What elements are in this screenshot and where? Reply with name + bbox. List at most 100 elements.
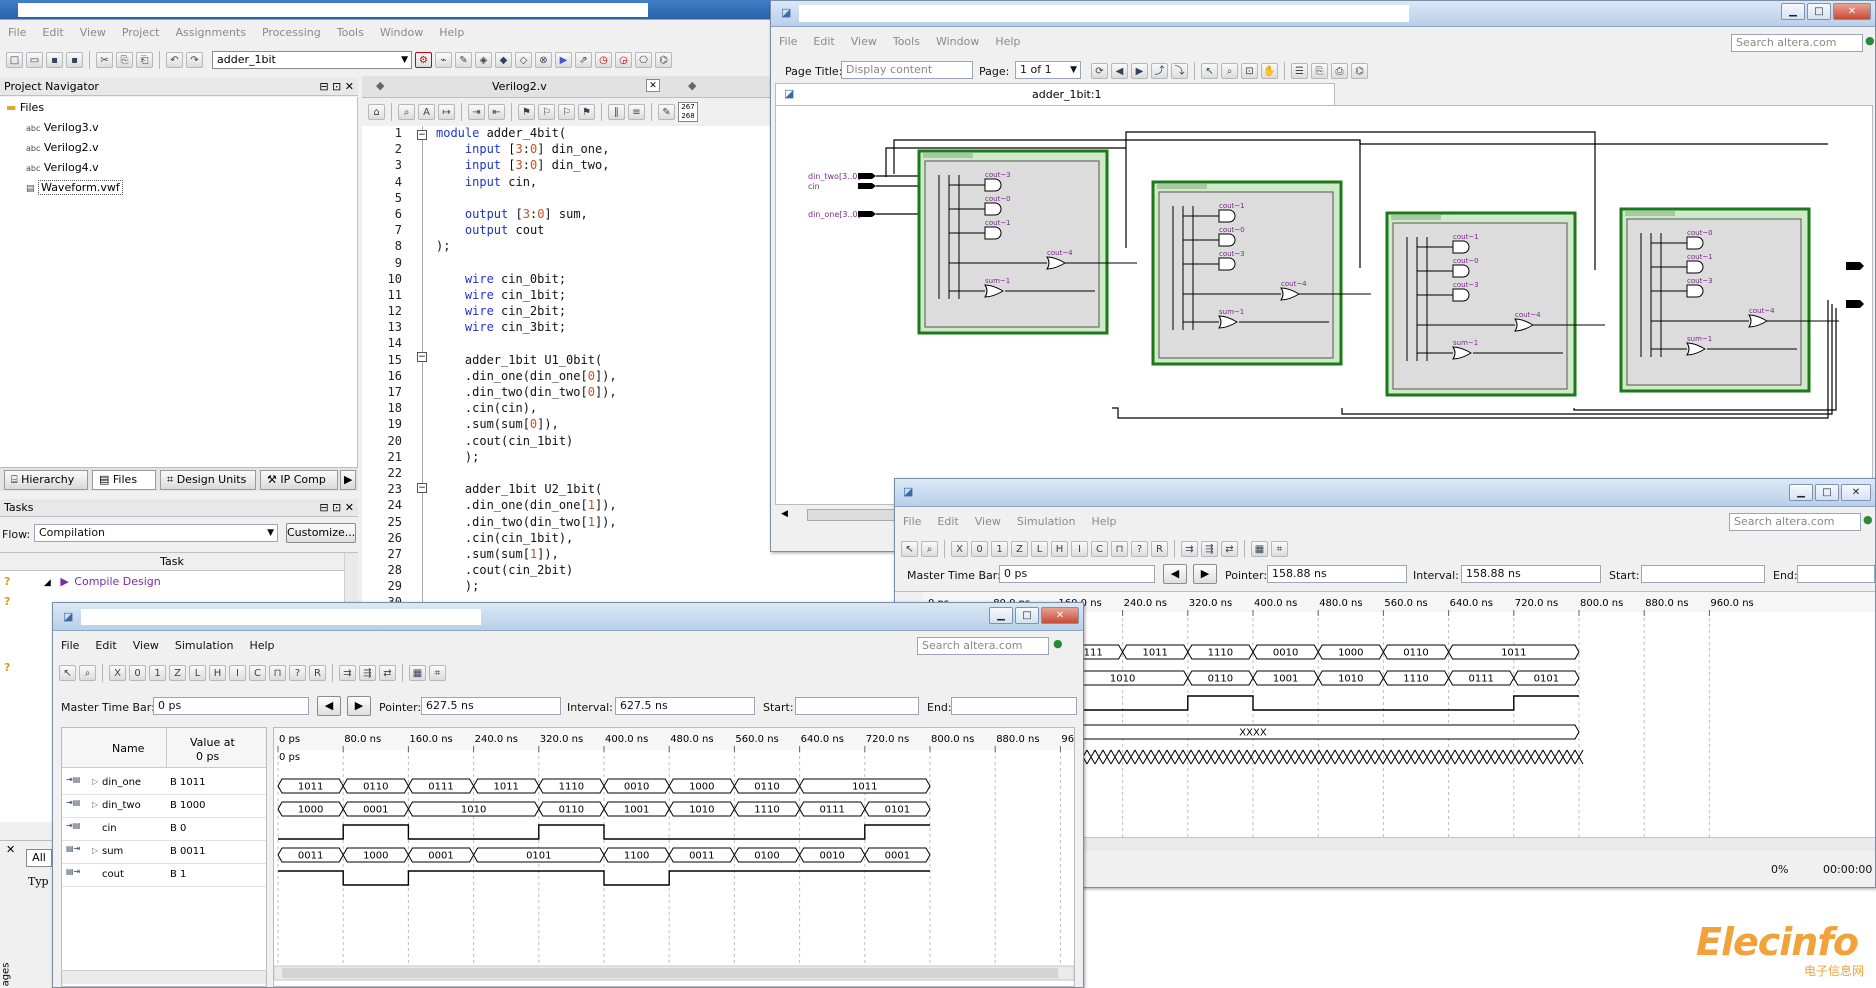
chip-icon[interactable]: ◈	[475, 52, 492, 68]
column-value-header[interactable]: Value at	[190, 736, 235, 749]
main-menu-window[interactable]: Window	[379, 25, 424, 39]
up-icon[interactable]: ⤴	[1151, 63, 1168, 79]
maximize-button[interactable]: □	[1015, 607, 1039, 624]
prev-transition-button[interactable]: ◀	[317, 696, 341, 716]
main-menu-tools[interactable]: Tools	[336, 25, 364, 39]
save-all-icon[interactable]: ▪	[66, 52, 83, 68]
bookmark-next-icon[interactable]: ⚐	[538, 104, 555, 120]
zoom-tool-icon[interactable]: ⌕	[79, 665, 96, 681]
main-menu-edit[interactable]: Edit	[42, 25, 64, 39]
minimize-button[interactable]: ▁	[989, 607, 1013, 624]
rtl-tab[interactable]: ◪ adder_1bit:1	[775, 83, 1335, 105]
signal-list-hscroll[interactable]	[62, 970, 266, 984]
dont-care-icon[interactable]: ?	[289, 665, 306, 681]
expand-icon[interactable]: ▷	[92, 777, 99, 786]
editor-tab-label[interactable]: Verilog2.v	[492, 80, 547, 93]
random-icon[interactable]: R	[309, 665, 326, 681]
start-input[interactable]	[795, 697, 919, 715]
wave_back-menu-view[interactable]: View	[974, 514, 1001, 528]
network-icon[interactable]: ⌬	[655, 52, 672, 68]
wand-icon[interactable]: ✎	[455, 52, 472, 68]
waveform-hscroll-thumb[interactable]	[282, 968, 1058, 978]
rtl-menu-help[interactable]: Help	[995, 34, 1021, 48]
globe-icon[interactable]: ●	[1865, 34, 1875, 47]
page-title-input[interactable]: Display content	[841, 61, 973, 79]
grid-icon[interactable]: ▦	[1251, 541, 1268, 557]
master-time-bar-input[interactable]: 0 ps	[999, 565, 1155, 583]
bookmark-clear-icon[interactable]: ⚑	[578, 104, 595, 120]
tab-scroll-right[interactable]: ▶	[340, 470, 356, 490]
bookmark-prev-icon[interactable]: ⚐	[558, 104, 575, 120]
generate-netlist-icon[interactable]: ⇄	[1221, 541, 1238, 557]
pointer-input[interactable]: 627.5 ns	[421, 697, 561, 715]
new-icon[interactable]: □	[6, 52, 23, 68]
globe-icon[interactable]: ●	[1053, 637, 1063, 650]
wave_back-menu-help[interactable]: Help	[1091, 514, 1117, 528]
clock-icon[interactable]: ⊓	[1111, 541, 1128, 557]
tab-design-units[interactable]: ⌗ Design Units	[160, 470, 256, 490]
clock-icon[interactable]: ⊓	[269, 665, 286, 681]
tab-files[interactable]: ▤ Files	[92, 470, 156, 490]
panel-controls-icon[interactable]: ⊟ ⊡ ✕	[319, 80, 354, 93]
rtl-menu-window[interactable]: Window	[935, 34, 980, 48]
undo-icon[interactable]: ↶	[166, 52, 183, 68]
wave_back-menu-file[interactable]: File	[903, 514, 922, 528]
refresh-icon[interactable]: ⟳	[1091, 63, 1108, 79]
main-menu-view[interactable]: View	[79, 25, 106, 39]
wave_back-menu-edit[interactable]: Edit	[937, 514, 959, 528]
run-functional-icon[interactable]: ⇉	[1181, 541, 1198, 557]
snap-icon[interactable]: ⌗	[429, 665, 446, 681]
rtl-menu-tools[interactable]: Tools	[892, 34, 920, 48]
close-tab-icon[interactable]: ✕	[646, 79, 660, 92]
stop-icon[interactable]: ⊗	[535, 52, 552, 68]
back-icon[interactable]: ◀	[1111, 63, 1128, 79]
copy-icon[interactable]: ⎘	[116, 52, 133, 68]
find-icon[interactable]: ⌕	[398, 104, 415, 120]
weak-high-icon[interactable]: H	[1051, 541, 1068, 557]
main-menu-project[interactable]: Project	[121, 25, 160, 39]
cut-icon[interactable]: ✂	[96, 52, 113, 68]
fit-icon[interactable]: ⊡	[1241, 63, 1258, 79]
goto-icon[interactable]: ↦	[438, 104, 455, 120]
snap-icon[interactable]: ⌗	[1271, 541, 1288, 557]
properties-icon[interactable]: ⌬	[1351, 63, 1368, 79]
rtl-menu-view[interactable]: View	[850, 34, 877, 48]
run-timing-icon[interactable]: ⇶	[1201, 541, 1218, 557]
interval-input[interactable]: 627.5 ns	[615, 697, 755, 715]
settings-icon[interactable]: ⚙	[415, 52, 432, 68]
end-input[interactable]	[951, 697, 1077, 715]
flow-select[interactable]: Compilation ▼	[34, 524, 278, 542]
expand-icon[interactable]: ▷	[92, 800, 99, 809]
select-tool-icon[interactable]: ↖	[59, 665, 76, 681]
comment-icon[interactable]: ∥	[608, 104, 625, 120]
wave_front-menu-view[interactable]: View	[132, 638, 159, 652]
indent-icon[interactable]: ⇥	[468, 104, 485, 120]
template-icon[interactable]: ✎	[658, 104, 675, 120]
file-item[interactable]: ▤ Waveform.vwf	[26, 180, 123, 195]
next-transition-button[interactable]: ▶	[347, 696, 371, 716]
tab-ip-comp[interactable]: ⚒ IP Comp	[260, 470, 338, 490]
programmer-icon[interactable]: ⎔	[635, 52, 652, 68]
rtl-menu-edit[interactable]: Edit	[813, 34, 835, 48]
panel-controls-icon[interactable]: ⊟ ⊡ ✕	[319, 501, 354, 514]
rtl-menu-file[interactable]: File	[779, 34, 798, 48]
maximize-button[interactable]: □	[1807, 3, 1831, 20]
zoom-tool-icon[interactable]: ⌕	[921, 541, 938, 557]
random-icon[interactable]: R	[1151, 541, 1168, 557]
run-timing-icon[interactable]: ⇶	[359, 665, 376, 681]
wave_front-menu-file[interactable]: File	[61, 638, 80, 652]
main-menu-help[interactable]: Help	[439, 25, 465, 39]
start-input[interactable]	[1641, 565, 1765, 583]
fold-marker[interactable]: −	[417, 352, 427, 362]
next-transition-button[interactable]: ▶	[1193, 564, 1217, 584]
pin-planner-icon[interactable]: ⌁	[435, 52, 452, 68]
bookmark-icon[interactable]: ⚑	[518, 104, 535, 120]
high-impedance-icon[interactable]: Z	[1011, 541, 1028, 557]
customize-button[interactable]: Customize...	[286, 523, 356, 543]
expand-icon[interactable]: ▷	[92, 846, 99, 855]
minimize-button[interactable]: ▁	[1781, 3, 1805, 20]
forcing-low-icon[interactable]: 0	[971, 541, 988, 557]
unknown-value-icon[interactable]: X	[109, 665, 126, 681]
analyze-icon[interactable]: ⇗	[575, 52, 592, 68]
